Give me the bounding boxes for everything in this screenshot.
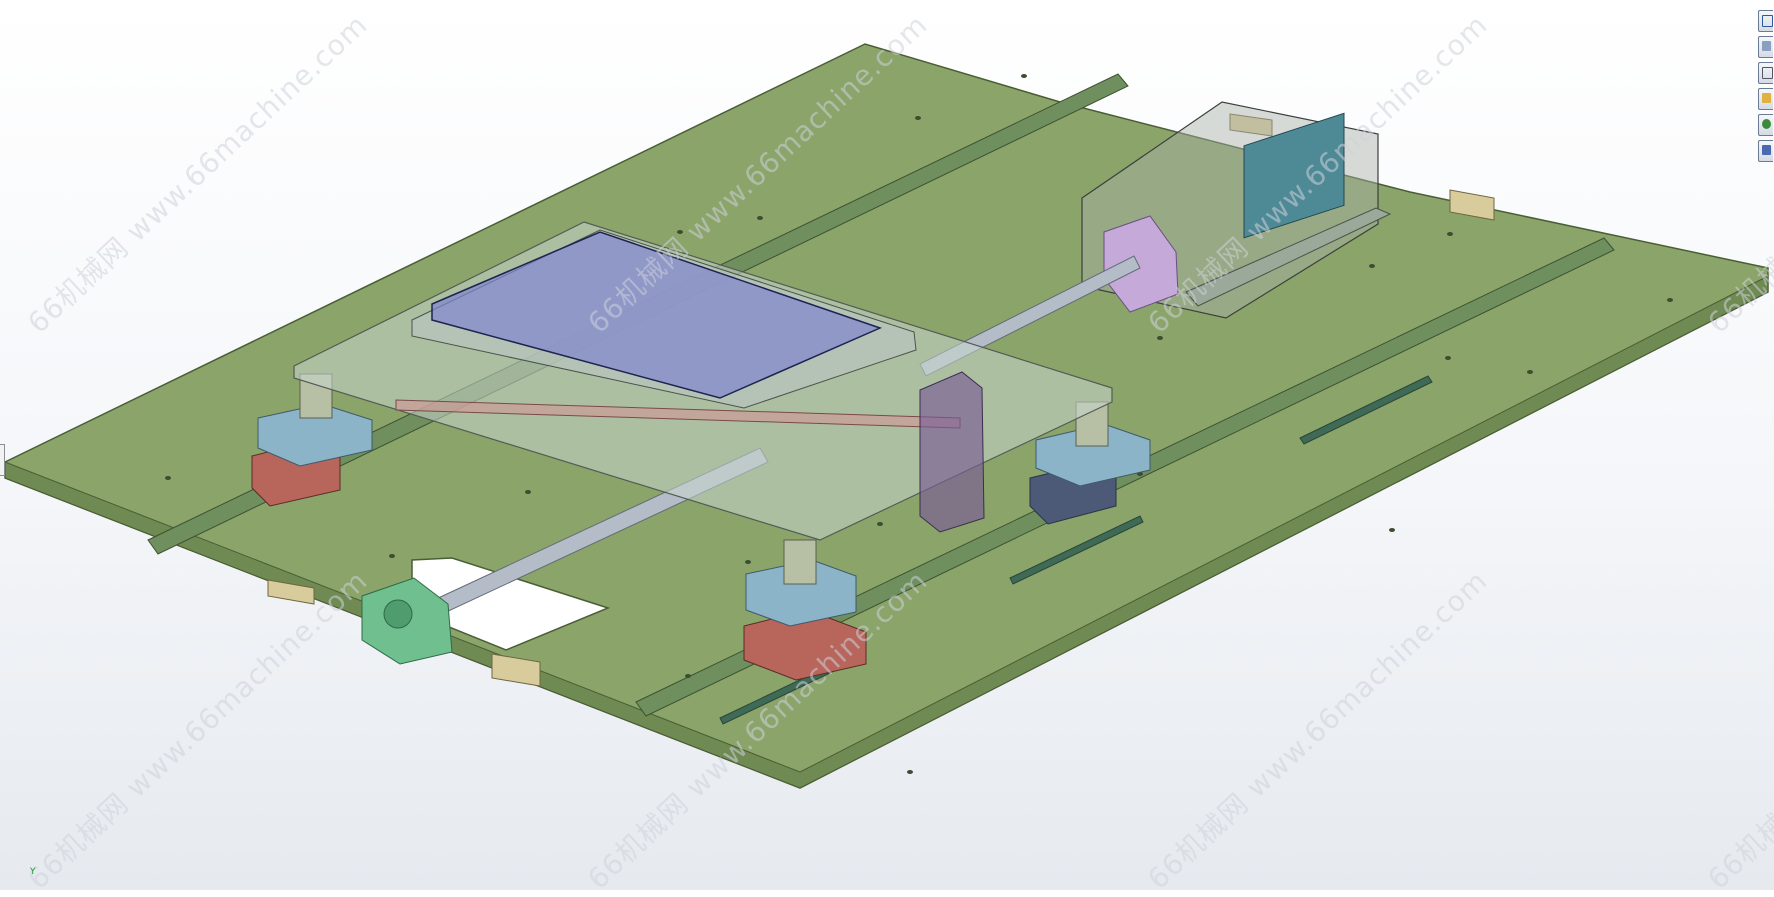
view-orientation-icon[interactable] xyxy=(1758,10,1773,32)
heads-up-toolbar xyxy=(1758,10,1774,166)
hide-show-icon[interactable] xyxy=(1758,88,1773,110)
carriage-blocks xyxy=(251,403,1151,681)
section-view-icon[interactable] xyxy=(1758,62,1773,84)
appearance-icon[interactable] xyxy=(1758,114,1773,136)
motor-mount-plate xyxy=(1185,207,1392,307)
gear-rack-1 xyxy=(1299,375,1433,445)
bearing-bore xyxy=(383,599,413,629)
display-style-icon[interactable] xyxy=(1758,36,1773,58)
mounting-holes xyxy=(165,74,1673,774)
linear-rail-right xyxy=(635,237,1615,717)
scene-icon[interactable] xyxy=(1758,140,1773,162)
display-panel xyxy=(431,231,883,399)
triad-y-label: Y xyxy=(30,867,36,877)
gear-motor-unit xyxy=(919,371,985,533)
gear-rack-2 xyxy=(1009,515,1144,585)
coordinate-triad: Y xyxy=(30,868,36,877)
base-plate-edge xyxy=(4,275,1769,789)
servo-motor xyxy=(1243,112,1345,239)
panel-collapse-handle[interactable] xyxy=(0,444,5,476)
end-stop-blocks xyxy=(267,113,1495,687)
